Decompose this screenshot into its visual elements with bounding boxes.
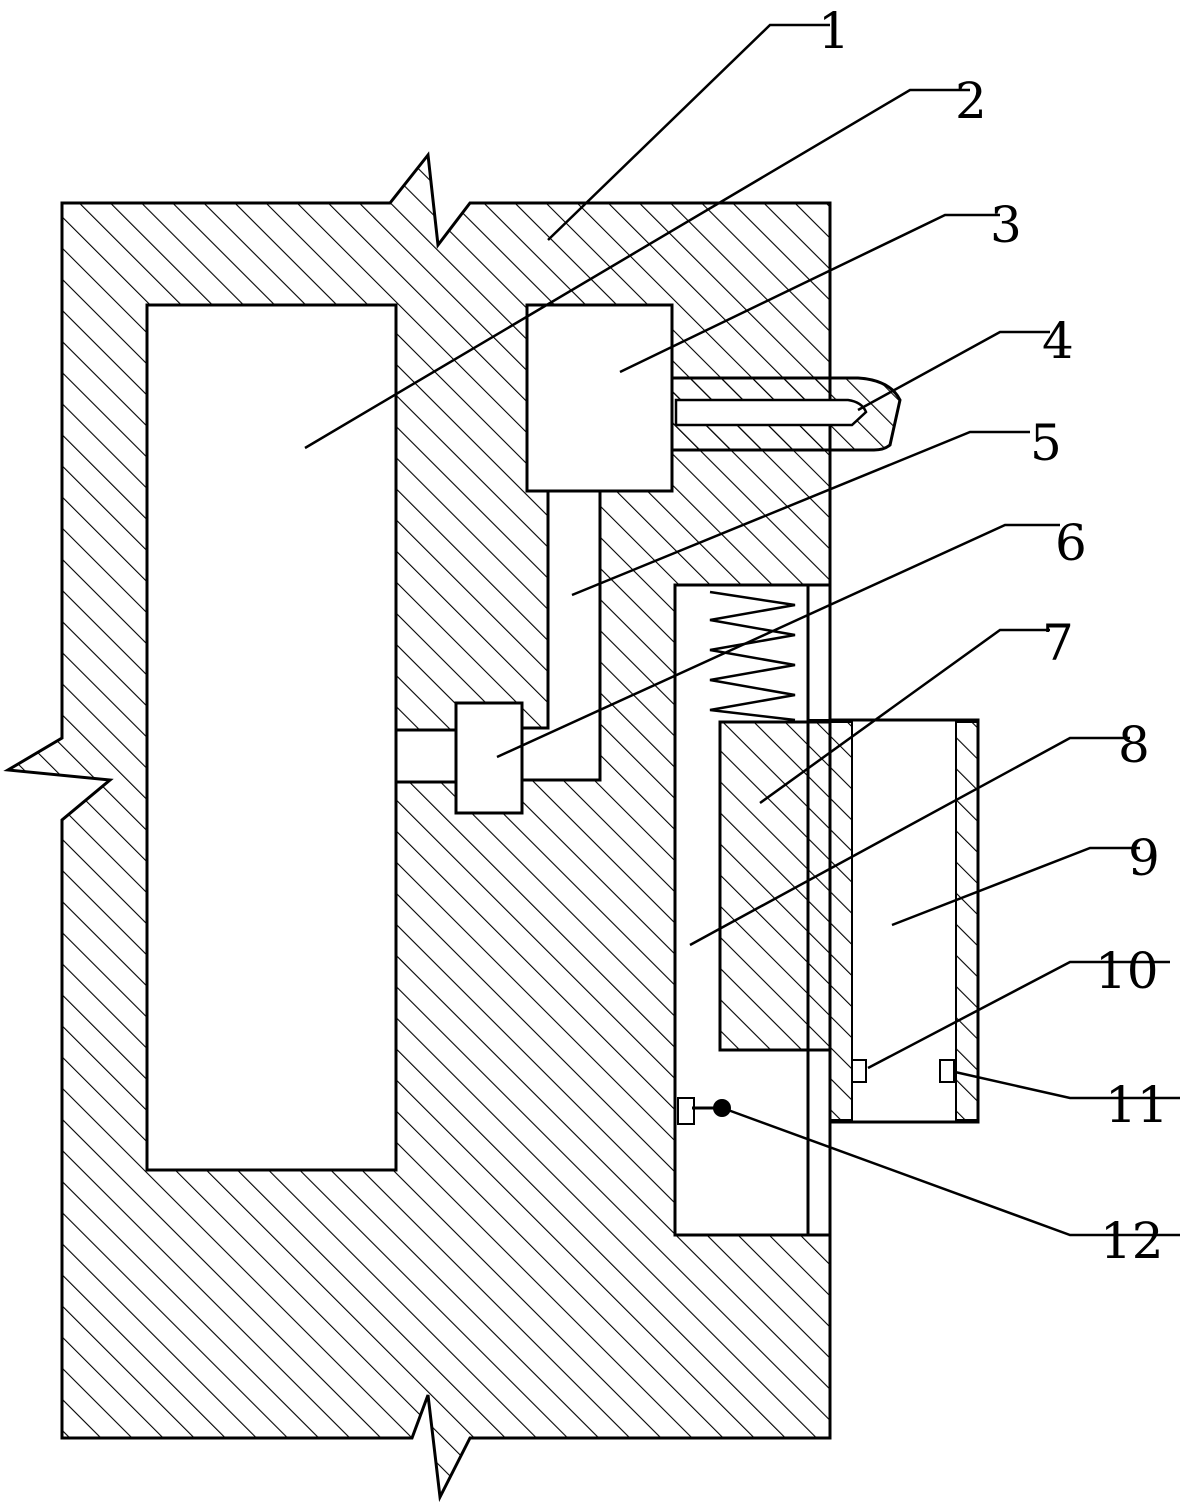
block-6 xyxy=(454,701,524,815)
label-12: 12 xyxy=(1100,1212,1164,1270)
leader-9 xyxy=(891,846,1140,927)
label-1: 1 xyxy=(818,2,850,60)
leader-3 xyxy=(619,213,1000,374)
housing-9-left-wall xyxy=(829,721,853,1121)
chamber-1 xyxy=(145,303,398,1172)
label-7: 7 xyxy=(1042,614,1074,672)
label-9: 9 xyxy=(1128,829,1160,887)
label-3: 3 xyxy=(990,196,1022,254)
housing-9-right-wall xyxy=(955,721,979,1121)
leader-lines xyxy=(304,23,1180,1237)
leader-11 xyxy=(954,1070,1180,1100)
label-10: 10 xyxy=(1095,942,1159,1000)
leader-1 xyxy=(547,23,830,241)
block-3 xyxy=(525,303,674,493)
component-12-base xyxy=(677,1097,695,1125)
label-8: 8 xyxy=(1118,716,1150,774)
component-12-ball xyxy=(713,1099,731,1117)
leader-5 xyxy=(571,430,1030,597)
label-11: 11 xyxy=(1105,1076,1169,1134)
nozzle-4-bore xyxy=(674,398,868,427)
leader-6 xyxy=(496,523,1060,759)
leader-4 xyxy=(857,330,1050,412)
leader-7 xyxy=(759,628,1050,805)
leader-12 xyxy=(727,1108,1180,1237)
spring xyxy=(709,590,796,722)
plunger-7 xyxy=(718,720,832,1052)
label-5: 5 xyxy=(1030,414,1062,472)
connector-stub xyxy=(394,728,460,784)
leader-8 xyxy=(689,736,1130,947)
sensor-11 xyxy=(939,1059,955,1083)
leader-10 xyxy=(867,960,1170,1070)
label-4: 4 xyxy=(1042,312,1074,370)
leader-2 xyxy=(304,88,970,450)
label-6: 6 xyxy=(1055,514,1087,572)
label-2: 2 xyxy=(955,72,987,130)
sensor-10 xyxy=(851,1059,867,1083)
